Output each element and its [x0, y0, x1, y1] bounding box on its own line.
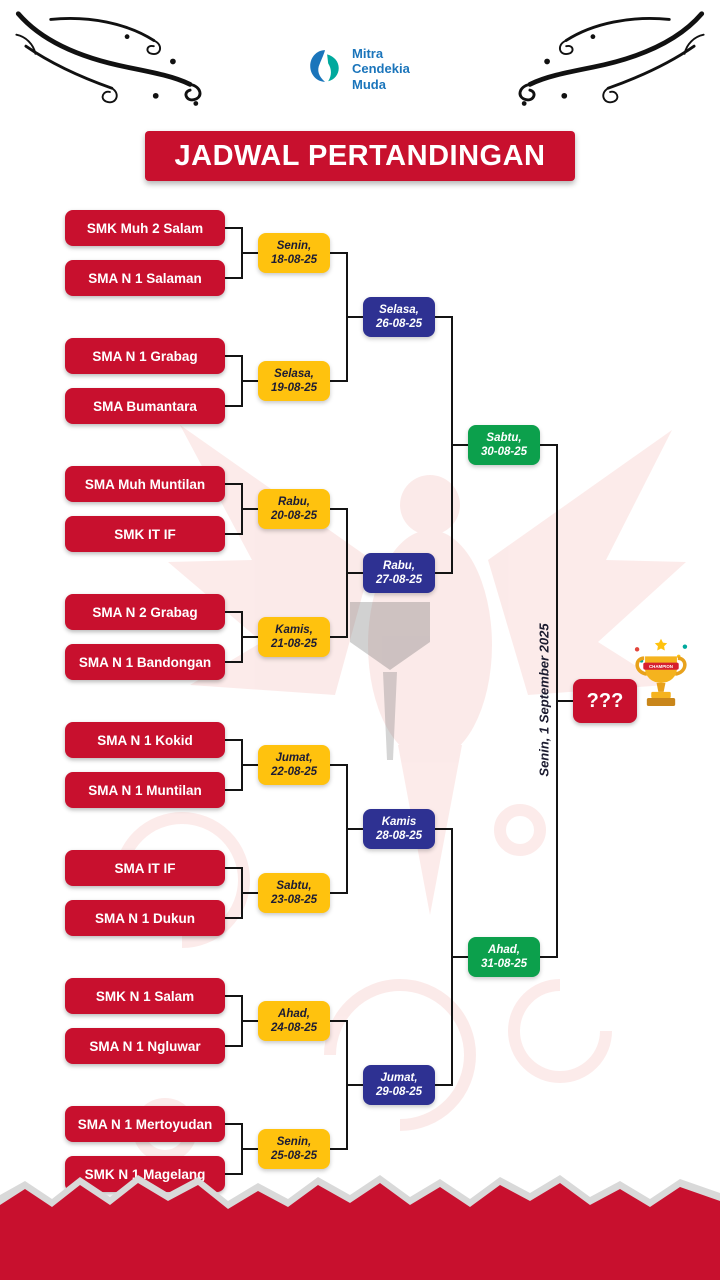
- team-box: SMA Bumantara: [65, 388, 225, 424]
- team-box: SMA N 1 Grabag: [65, 338, 225, 374]
- svg-text:CHAMPION: CHAMPION: [649, 664, 673, 669]
- team-box: SMA Muh Muntilan: [65, 466, 225, 502]
- team-box: SMK N 1 Salam: [65, 978, 225, 1014]
- team-box: SMA N 1 Salaman: [65, 260, 225, 296]
- team-box: SMA N 1 Dukun: [65, 900, 225, 936]
- match-date-round1: Senin,18-08-25: [258, 233, 330, 273]
- match-date-round1: Selasa,19-08-25: [258, 361, 330, 401]
- ornament-flourish-left: [8, 8, 208, 113]
- team-box: SMA N 1 Bandongan: [65, 644, 225, 680]
- torn-paper-edge: [0, 1175, 720, 1280]
- team-box: SMA N 1 Mertoyudan: [65, 1106, 225, 1142]
- match-date-round2: Jumat,29-08-25: [363, 1065, 435, 1105]
- trophy-icon: CHAMPION: [630, 634, 692, 724]
- team-box: SMA N 1 Ngluwar: [65, 1028, 225, 1064]
- team-box: SMA N 2 Grabag: [65, 594, 225, 630]
- match-date-round1: Rabu,20-08-25: [258, 489, 330, 529]
- team-box: SMA N 1 Muntilan: [65, 772, 225, 808]
- match-date-round1: Jumat,22-08-25: [258, 745, 330, 785]
- ornament-flourish-right: [512, 8, 712, 113]
- match-date-round1: Kamis,21-08-25: [258, 617, 330, 657]
- team-box: SMK Muh 2 Salam: [65, 210, 225, 246]
- match-date-round1: Sabtu,23-08-25: [258, 873, 330, 913]
- logo-line-2: Cendekia: [352, 61, 410, 77]
- team-box: SMA N 1 Kokid: [65, 722, 225, 758]
- champion-box: ???: [573, 679, 637, 723]
- logo-droplet-icon: [306, 47, 344, 90]
- match-date-semifinal: Ahad,31-08-25: [468, 937, 540, 977]
- team-box: SMK IT IF: [65, 516, 225, 552]
- team-box: SMA IT IF: [65, 850, 225, 886]
- match-date-round1: Ahad,24-08-25: [258, 1001, 330, 1041]
- match-date-round2: Rabu,27-08-25: [363, 553, 435, 593]
- logo-wordmark: Mitra Cendekia Muda: [352, 46, 410, 92]
- page-title: JADWAL PERTANDINGAN: [145, 131, 575, 181]
- match-date-round2: Selasa,26-08-25: [363, 297, 435, 337]
- logo-line-1: Mitra: [352, 46, 384, 61]
- match-date-semifinal: Sabtu,30-08-25: [468, 425, 540, 465]
- logo-line-3: Muda: [352, 76, 386, 92]
- logo: Mitra Cendekia Muda: [306, 46, 410, 92]
